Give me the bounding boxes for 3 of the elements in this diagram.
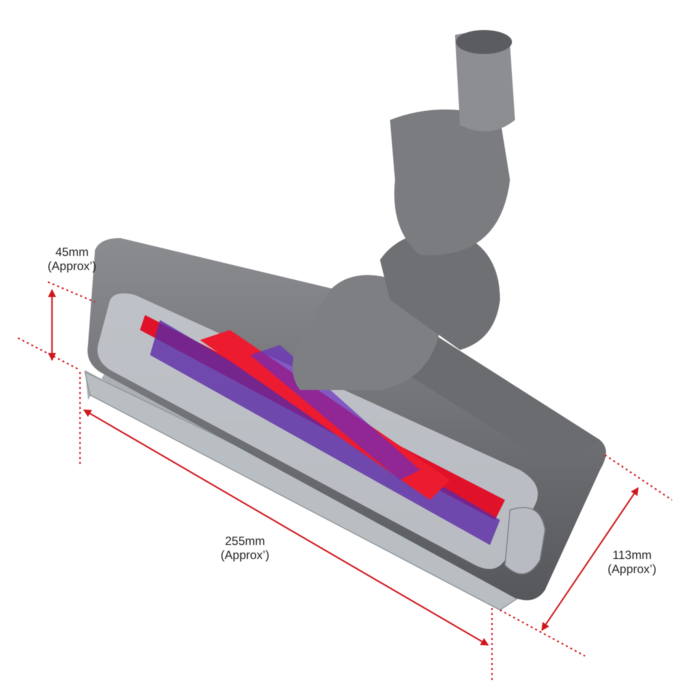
- dimension-label: 113mm (Approx’): [606, 548, 658, 576]
- dimension-label: 45mm (Approx’): [46, 245, 98, 273]
- dimension-label: 255mm (Approx’): [220, 534, 270, 562]
